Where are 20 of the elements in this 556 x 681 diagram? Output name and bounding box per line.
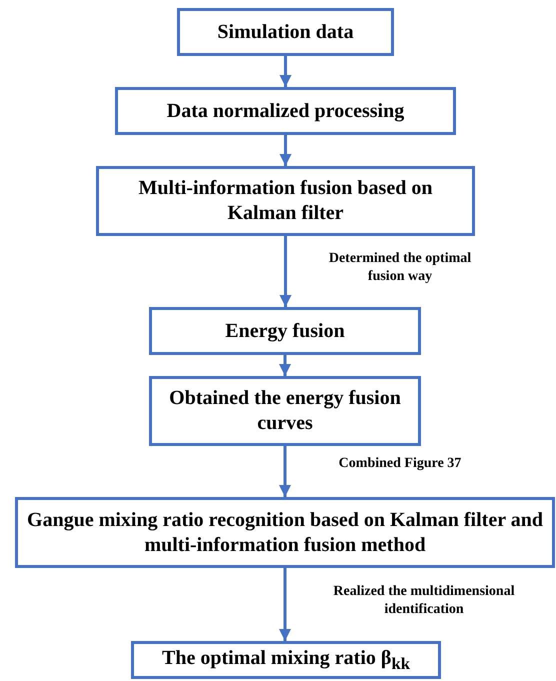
box-text: Multi-information fusion based on Kalman filter <box>138 176 434 226</box>
arrow <box>279 446 291 497</box>
process-box <box>149 376 421 446</box>
process-box <box>131 641 441 679</box>
arrow <box>279 355 291 376</box>
box-text: Data normalized processing <box>166 98 406 124</box>
process-box <box>96 166 475 236</box>
arrow <box>280 135 292 166</box>
process-box <box>15 497 555 568</box>
box-text: Obtained the energy fusion curves <box>168 386 402 436</box>
box-text: Gangue mixing ratio recognition based on Kalman filter and multi-information fusion method <box>26 508 544 558</box>
process-box <box>115 87 456 135</box>
arrow <box>279 568 291 641</box>
arrow <box>280 236 292 307</box>
box-text: Simulation data <box>216 20 355 44</box>
box-text: The optimal mixing ratio β$_{kk}$ <box>161 646 411 674</box>
process-box <box>177 8 394 56</box>
box-text: Energy fusion <box>224 318 346 344</box>
arrow <box>280 56 292 87</box>
process-box <box>149 307 421 355</box>
